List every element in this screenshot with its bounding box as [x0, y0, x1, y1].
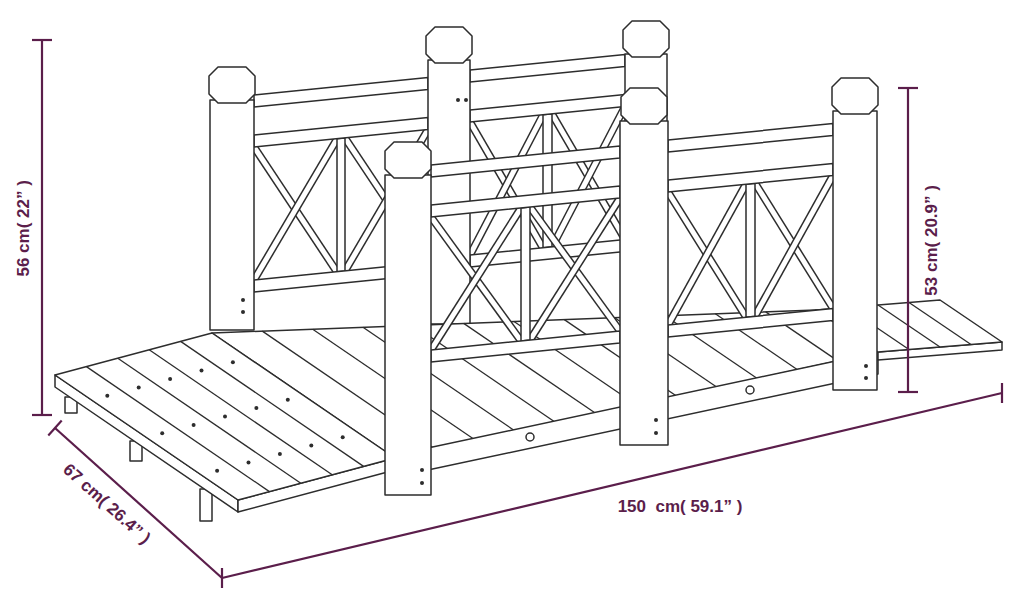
front-railing	[385, 78, 878, 495]
dimension-label-holder: 56 cm( 22” )	[15, 180, 34, 276]
dimension-label-holder: 53 cm( 20.9” )	[923, 185, 942, 296]
dimension-label: 150 cm( 59.1” )	[618, 498, 743, 517]
dimension-label-holder: 150 cm( 59.1” )	[618, 498, 743, 517]
dimension-label: 53 cm( 20.9” )	[923, 185, 942, 296]
back-railing	[209, 21, 669, 330]
dimension-lines	[32, 40, 1002, 588]
dimension-label: 56 cm( 22” )	[15, 180, 34, 276]
